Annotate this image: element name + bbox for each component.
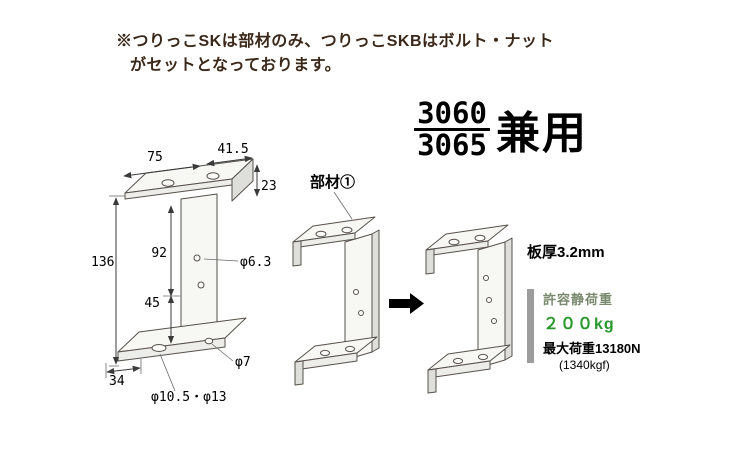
load-rating-lines: 許容静荷重 ２００kg 最大荷重13180N (1340kgf) [543, 289, 641, 372]
model-suffix: 兼用 [496, 109, 588, 158]
load-rating-block: 許容静荷重 ２００kg 最大荷重13180N (1340kgf) [527, 289, 641, 372]
leader-base-hole [211, 343, 234, 362]
allowable-load-label: 許容静荷重 [543, 292, 614, 307]
dim-base-slots: φ10.5・φ13 [151, 390, 227, 405]
note-line2: がセットとなっております。 [130, 57, 342, 74]
base-round-hole [204, 337, 214, 345]
dim-92: 92 [151, 246, 167, 261]
part-callout: 部材① [310, 173, 355, 220]
note-line1: ※つりっこSKは部材のみ、つりっこSKBはボルト・ナット [116, 33, 555, 50]
model-compatibility: 3060 3065 兼用 [414, 97, 588, 161]
base-plate-left-lip [427, 368, 437, 394]
top-plate-left-lip [292, 240, 302, 267]
dim-line-75 [123, 163, 201, 179]
part-leader-line [333, 191, 353, 220]
web-hole [353, 289, 359, 295]
top-plate-hole [315, 230, 327, 238]
dim-23: 23 [261, 179, 277, 194]
dim-web-hole: φ6.3 [240, 255, 271, 270]
base-plate-left-lip [294, 360, 304, 386]
product-note: ※つりっこSKは部材のみ、つりっこSKBはボルト・ナット がセットとなっておりま… [116, 30, 554, 78]
fraction-line [414, 127, 490, 131]
load-rating-bar [527, 289, 534, 363]
web-hole [486, 297, 492, 303]
part-label: 部材① [310, 173, 355, 191]
max-load-kgf: (1340kgf) [559, 358, 610, 372]
top-plate-left-lip [425, 248, 435, 275]
bracket-3d-assembled [425, 224, 513, 394]
bracket-3d-part [292, 216, 380, 386]
web-side [371, 229, 380, 353]
leader-web-hole [203, 258, 239, 262]
top-plate-hole-right [206, 172, 220, 180]
top-plate-hole [474, 234, 486, 242]
web-hole [358, 310, 364, 316]
top-plate-hole-left [161, 179, 175, 187]
web-hole [483, 275, 489, 281]
dim-45: 45 [144, 296, 160, 311]
base-plate-hole [320, 349, 330, 357]
web-hole-lower [197, 281, 205, 289]
web-hole [491, 318, 497, 324]
model-number-bottom: 3065 [417, 127, 487, 162]
plate-thickness: 板厚3.2mm [527, 244, 605, 261]
right-arrow-icon [389, 293, 424, 314]
dim-line-34 [106, 365, 141, 375]
dim-34: 34 [109, 374, 125, 389]
base-plate-hole [345, 345, 355, 353]
base-slot-hole [151, 344, 167, 352]
max-load-newton: 最大荷重13180N [543, 341, 641, 356]
allowable-load-value: ２００kg [543, 316, 615, 333]
base-plate-hole [478, 353, 488, 361]
dim-line-41-5 [206, 155, 253, 167]
dim-base-hole: φ7 [235, 355, 251, 370]
dim-41-5: 41.5 [217, 142, 248, 157]
bracket-2d-view: 75 41.5 23 136 92 45 φ6.3 φ7 34 φ10.5・φ1… [91, 142, 277, 405]
model-number-fraction: 3060 3065 [414, 95, 490, 162]
top-plate-hole [341, 226, 353, 234]
web-hole-upper [193, 254, 201, 262]
web-side [504, 237, 513, 361]
base-plate-hole [453, 357, 463, 365]
top-plate-hole [448, 238, 460, 246]
model-number-top: 3060 [417, 95, 487, 130]
dim-75: 75 [147, 150, 163, 165]
dim-136: 136 [91, 255, 114, 270]
leader-base-slots [159, 353, 176, 392]
